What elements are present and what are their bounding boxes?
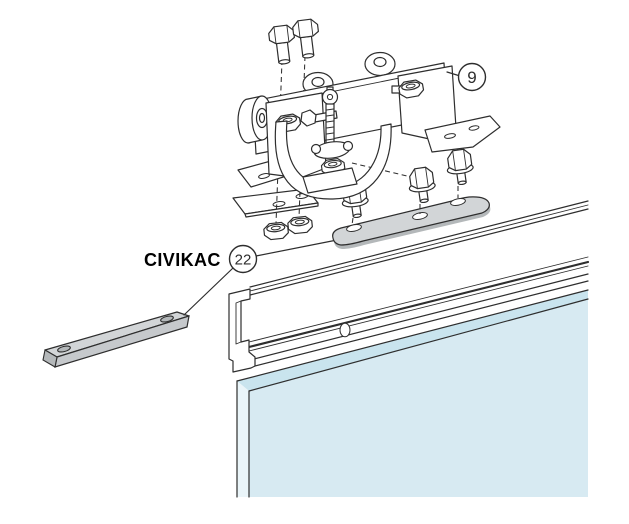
cover-plate-part-22 (332, 196, 491, 249)
spacer-plate-edge (244, 202, 319, 218)
callout-9-leader (446, 71, 460, 77)
flange-bolts (339, 147, 476, 226)
cover-plate-hole-1 (346, 224, 362, 232)
callout-22: 22 (228, 244, 258, 274)
clamp-bar-hole-right (160, 315, 174, 323)
glass-panel (236, 289, 589, 498)
spacer-plate (232, 188, 319, 218)
clamp-bar-end-face (42, 349, 58, 368)
rail-screw-hole (339, 322, 351, 338)
rail-cross-section (228, 288, 256, 373)
glass-left-edge (237, 381, 249, 497)
callout-9-number: 9 (467, 68, 476, 87)
cover-plate-hole-2 (412, 212, 428, 220)
civikac-label: CIVIKAC (144, 250, 221, 270)
callout-9: 9 (446, 62, 487, 92)
cover-plate-hole-3 (450, 198, 466, 206)
callout-22-number: 22 (235, 252, 252, 269)
clamp-tab (302, 167, 358, 194)
callout-22-leader-to-bar (183, 267, 234, 316)
roller-carriage-part-9 (237, 51, 501, 200)
callout-22-circle (228, 244, 258, 274)
suspension-eye (321, 86, 339, 106)
callout-9-circle (457, 62, 487, 92)
height-adjuster (310, 140, 354, 159)
clamp-bar-part-22 (42, 311, 190, 368)
clamp-bar-hole-left (57, 345, 71, 353)
cover-plate-top-face (332, 196, 490, 246)
alignment-dashed-line-left (275, 59, 283, 225)
spacer-plate-hole-1 (272, 200, 286, 208)
glass-clamp-rail (228, 200, 590, 373)
roller-wheel-right (364, 51, 396, 77)
callout-22-leader-to-plate (255, 239, 338, 257)
glass-top-bevel (237, 290, 588, 391)
glass-front-face (249, 299, 588, 497)
carriage-mounting-foot (424, 115, 501, 153)
